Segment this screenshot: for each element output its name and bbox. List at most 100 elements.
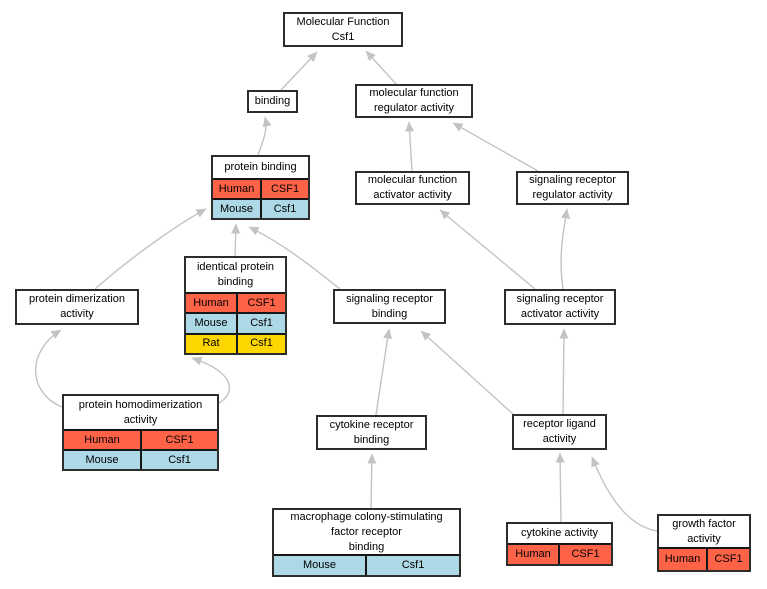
label-line: activator activity [373, 189, 452, 201]
label-line: factor receptor [331, 525, 402, 538]
edge-receptor-ligand-activity--signaling-receptor-binding [420, 330, 514, 415]
gene-cell[interactable]: CSF1 [238, 294, 285, 313]
go-term-label: protein binding [213, 157, 308, 178]
label-line: signaling receptor [529, 174, 616, 186]
species-cell[interactable]: Human [659, 549, 708, 570]
edge-binding--molecular-function [280, 51, 318, 91]
label-line: protein homodimerization [78, 398, 203, 411]
edge-macrophage-colony-stimulating-factor-receptor-binding--cytokine-receptor-binding [367, 453, 377, 509]
edge-protein-homodimerization-activity--identical-protein-binding [191, 356, 231, 404]
go-term-label: protein homodimerization activity [64, 396, 217, 429]
go-term-signaling-receptor-binding[interactable]: signaling receptor binding [333, 289, 446, 324]
go-term-label: protein dimerization activity [17, 291, 137, 323]
label-line: signaling receptor [516, 293, 604, 305]
edge-signaling-receptor-activator-activity--molecular-function-activator-activity [439, 209, 536, 290]
label-line: cytokine receptor [329, 418, 414, 431]
gene-cell[interactable]: CSF1 [708, 549, 749, 570]
go-term-receptor-ligand-activity[interactable]: receptor ligand activity [512, 414, 607, 450]
gene-cell[interactable]: Csf1 [142, 451, 217, 469]
label-line: molecular function [369, 87, 459, 99]
edge-signaling-receptor-regulator-activity--molecular-function-regulator-activity [452, 122, 539, 172]
label-line: cytokine activity [520, 527, 599, 539]
species-cell[interactable]: Mouse [64, 451, 142, 469]
gene-cell[interactable]: Csf1 [238, 334, 285, 353]
edge-signaling-receptor-activator-activity--signaling-receptor-regulator-activity [560, 208, 570, 290]
label-line: macrophage colony-stimulating [290, 510, 443, 523]
label-line: regulator activity [373, 102, 455, 114]
gene-cell[interactable]: CSF1 [142, 431, 217, 449]
go-term-macrophage-colony-stimulating-factor-receptor-binding[interactable]: macrophage colony-stimulating factor rece… [272, 508, 461, 577]
gene-cell[interactable]: Csf1 [367, 556, 459, 575]
species-cell[interactable]: Mouse [213, 200, 262, 218]
label-line: signaling receptor [346, 292, 433, 305]
label-line: receptor ligand [523, 418, 596, 430]
species-cell[interactable]: Human [64, 431, 142, 449]
gene-cell[interactable]: CSF1 [262, 180, 308, 198]
gene-cell[interactable]: Csf1 [238, 314, 285, 333]
go-term-binding[interactable]: binding [247, 90, 298, 113]
go-term-cytokine-receptor-binding[interactable]: cytokine receptor binding [316, 415, 427, 450]
edge-protein-binding--binding [257, 116, 272, 156]
label-line: binding [371, 307, 408, 320]
go-term-label: molecular function regulator activity [357, 86, 471, 116]
label-line: binding [217, 276, 254, 288]
label-line: binding [353, 433, 390, 446]
edge-protein-dimerization-activity--protein-binding [94, 208, 207, 290]
go-term-molecular-function-regulator-activity[interactable]: molecular function regulator activity [355, 84, 473, 118]
species-cell[interactable]: Human [186, 294, 238, 313]
go-term-signaling-receptor-activator-activity[interactable]: signaling receptor activator activity [504, 289, 616, 325]
edge-molecular-function-activator-activity--molecular-function-regulator-activity [405, 121, 415, 172]
go-term-label: binding [249, 92, 296, 111]
label-line: activity [123, 413, 158, 426]
gene-cell[interactable]: CSF1 [560, 545, 611, 564]
go-term-label: cytokine activity [508, 524, 611, 543]
species-cell[interactable]: Mouse [186, 314, 238, 333]
species-cell[interactable]: Human [508, 545, 560, 564]
label-line: Molecular Function [296, 15, 390, 28]
edge-signaling-receptor-binding--protein-binding [248, 226, 341, 290]
edge-identical-protein-binding--protein-binding [231, 223, 241, 257]
species-cell[interactable]: Human [213, 180, 262, 198]
species-cell[interactable]: Mouse [274, 556, 367, 575]
go-term-label: growth factor activity [659, 516, 749, 547]
go-term-label: receptor ligand activity [514, 416, 605, 448]
go-term-protein-dimerization-activity[interactable]: protein dimerization activity [15, 289, 139, 325]
label-line: growth factor [672, 517, 736, 530]
gene-cell[interactable]: Csf1 [262, 200, 308, 218]
go-term-label: macrophage colony-stimulating factor rece… [274, 510, 459, 554]
edge-cytokine-activity--receptor-ligand-activity [555, 452, 565, 523]
label-line: activator activity [520, 308, 600, 320]
go-term-label: signaling receptor activator activity [506, 291, 614, 323]
label-line: protein binding [224, 161, 297, 173]
label-line: binding [348, 540, 385, 553]
go-term-molecular-function-activator-activity[interactable]: molecular function activator activity [355, 171, 470, 205]
label-line: protein dimerization [29, 293, 125, 305]
label-line: activity [687, 532, 721, 545]
label-line: activity [60, 308, 94, 320]
label-line: activity [542, 433, 577, 445]
label-line: molecular function [367, 174, 458, 186]
label-line: binding [254, 95, 291, 107]
species-cell[interactable]: Rat [186, 334, 238, 353]
edge-growth-factor-activity--receptor-ligand-activity [591, 456, 658, 532]
go-term-label: cytokine receptor binding [318, 417, 425, 448]
edge-molecular-function-regulator-activity--molecular-function [365, 50, 397, 85]
